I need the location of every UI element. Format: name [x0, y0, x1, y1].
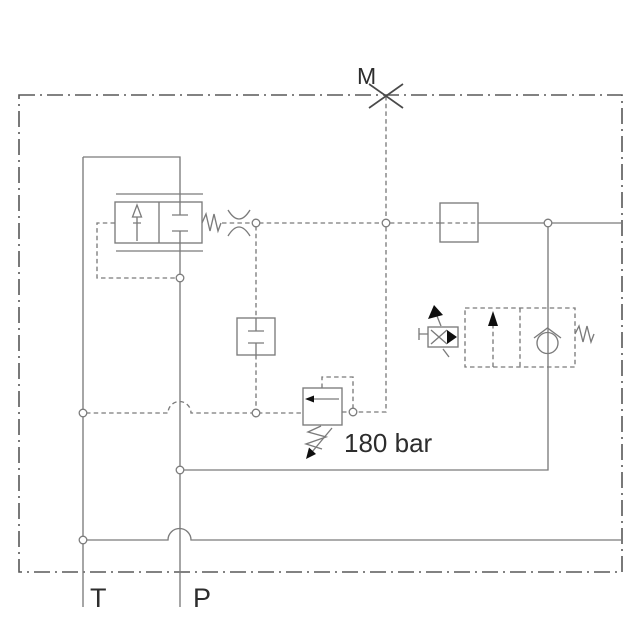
measure-port-label: M	[357, 63, 376, 89]
blocked-ports	[172, 202, 188, 243]
pilot-orifice	[222, 209, 252, 237]
compensator-valve	[96, 193, 222, 279]
junction-node	[251, 218, 261, 228]
relief-flow-arrowhead	[305, 395, 314, 403]
relief-adjust-arrowhead	[306, 447, 316, 459]
compensator-pilot-line	[96, 222, 176, 279]
enclosure-border	[18, 94, 623, 573]
tank-port-label: T	[90, 583, 107, 613]
junction-node	[251, 408, 261, 418]
orifice-arc-top	[227, 209, 251, 220]
check-valve	[533, 327, 562, 355]
solenoid-flow-arrowhead	[447, 330, 457, 344]
junction-node	[78, 535, 88, 545]
check-valve-seat	[533, 327, 562, 339]
solenoid-body	[427, 326, 459, 348]
blocked-plug	[236, 226, 276, 410]
relief-pilot-line	[321, 376, 354, 408]
relief-adjust-arrow-shaft	[311, 427, 333, 453]
junction-node	[78, 408, 88, 418]
relief-setting-label: 180 bar	[344, 428, 433, 458]
junction-node	[381, 218, 391, 228]
solenoid-actuator-arrowhead	[428, 305, 443, 319]
junction-node	[175, 273, 185, 283]
relief-spring	[303, 425, 329, 450]
assembly-spring	[574, 324, 595, 345]
orifice-arc-bottom	[227, 226, 251, 237]
flow-arrow-shaft	[133, 217, 141, 241]
ls-relief-valve	[302, 376, 354, 453]
pilot-supply-assembly	[464, 307, 595, 368]
solenoid-actuator-stem	[436, 315, 450, 358]
check-valve-ball	[536, 331, 559, 355]
filled-arrows	[305, 305, 498, 459]
tank-return-line	[86, 527, 622, 541]
measure-port-cross-icon	[368, 83, 404, 109]
compensator-flow-arrowhead	[131, 203, 143, 218]
solenoid-valve	[418, 315, 459, 358]
ls-line	[86, 400, 303, 414]
measure-pilot-line	[353, 96, 387, 413]
pressure-port-label: P	[193, 583, 211, 613]
junction-node	[175, 465, 185, 475]
solenoid-closed-cross	[430, 329, 448, 345]
assembly-flow-arrowhead	[488, 311, 498, 326]
bypass-frame-line	[83, 156, 181, 202]
junction-node	[348, 407, 358, 417]
junction-nodes	[78, 218, 553, 545]
plug-internals	[248, 318, 264, 355]
main-supply-line	[180, 223, 549, 471]
relief-body	[302, 387, 343, 426]
compensator-spring	[201, 211, 222, 234]
labels: M 180 bar T P	[90, 63, 433, 613]
solenoid-port-plug	[418, 328, 428, 340]
junction-node	[543, 218, 553, 228]
line-work	[82, 96, 622, 607]
